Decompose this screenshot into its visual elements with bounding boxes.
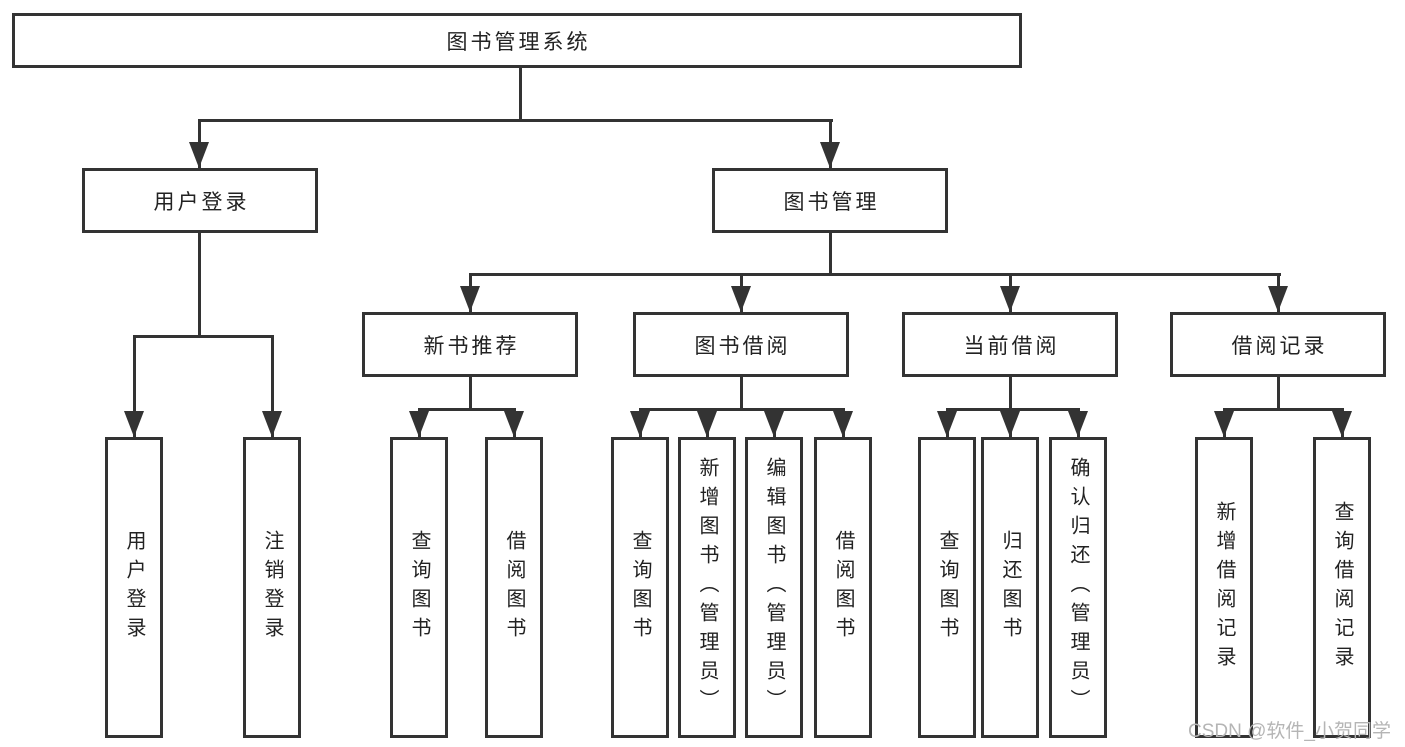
- node-add-book-admin: 新增图书（管理员）: [678, 437, 736, 738]
- connector-line: [271, 335, 274, 437]
- arrow-down-icon: [460, 286, 480, 312]
- csdn-watermark: CSDN @软件_小贺同学: [1188, 721, 1391, 742]
- node-label: 用户登录: [123, 529, 145, 646]
- arrow-down-icon: [262, 411, 282, 437]
- node-label: 新书推荐: [423, 334, 520, 358]
- node-label: 新增借阅记录: [1213, 500, 1235, 675]
- connector-line: [133, 335, 136, 437]
- node-borrow-records: 借阅记录: [1170, 312, 1386, 377]
- arrow-down-icon: [937, 411, 957, 437]
- node-label: 借阅图书: [832, 529, 854, 646]
- node-label: 查询图书: [936, 529, 958, 646]
- node-return-book: 归还图书: [981, 437, 1039, 738]
- connector-line: [198, 233, 201, 338]
- node-label: 确认归还（管理员）: [1067, 457, 1089, 718]
- node-confirm-return-admin: 确认归还（管理员）: [1049, 437, 1107, 738]
- node-label: 当前借阅: [963, 334, 1060, 358]
- node-book-borrow: 图书借阅: [633, 312, 849, 377]
- connector-line: [639, 408, 845, 411]
- node-label: 查询图书: [629, 529, 651, 646]
- node-label: 图书管理系统: [446, 30, 591, 54]
- connector-line: [1277, 377, 1280, 411]
- node-logout: 注销登录: [243, 437, 301, 738]
- arrow-down-icon: [697, 411, 717, 437]
- connector-line: [198, 119, 833, 122]
- arrow-down-icon: [124, 411, 144, 437]
- node-label: 新增图书（管理员）: [696, 457, 718, 718]
- connector-line: [133, 335, 274, 338]
- node-new-book-recommend: 新书推荐: [362, 312, 578, 377]
- connector-line: [418, 408, 516, 411]
- node-label: 查询图书: [408, 529, 430, 646]
- node-label: 用户登录: [153, 190, 250, 214]
- connector-line: [1223, 408, 1344, 411]
- arrow-down-icon: [731, 286, 751, 312]
- node-label: 查询借阅记录: [1331, 500, 1353, 675]
- node-query-borrow-record: 查询借阅记录: [1313, 437, 1371, 738]
- node-label: 借阅图书: [503, 529, 525, 646]
- arrow-down-icon: [1332, 411, 1352, 437]
- arrow-down-icon: [820, 142, 840, 168]
- node-current-borrow: 当前借阅: [902, 312, 1118, 377]
- arrow-down-icon: [1214, 411, 1234, 437]
- connector-line: [740, 377, 743, 411]
- node-user-login: 用户登录: [82, 168, 318, 233]
- arrow-down-icon: [1268, 286, 1288, 312]
- node-label: 编辑图书（管理员）: [763, 457, 785, 718]
- connector-line: [946, 408, 1080, 411]
- node-label: 借阅记录: [1231, 334, 1328, 358]
- node-label: 图书管理: [783, 190, 880, 214]
- node-query-book: 查询图书: [918, 437, 976, 738]
- connector-line: [829, 233, 832, 276]
- node-edit-book-admin: 编辑图书（管理员）: [745, 437, 803, 738]
- arrow-down-icon: [409, 411, 429, 437]
- node-borrow-book: 借阅图书: [814, 437, 872, 738]
- node-add-borrow-record: 新增借阅记录: [1195, 437, 1253, 738]
- node-user-login-action: 用户登录: [105, 437, 163, 738]
- arrow-down-icon: [1000, 286, 1020, 312]
- node-library-system: 图书管理系统: [12, 13, 1022, 68]
- connector-line: [469, 273, 1281, 276]
- arrow-down-icon: [189, 142, 209, 168]
- arrow-down-icon: [630, 411, 650, 437]
- node-query-book: 查询图书: [611, 437, 669, 738]
- arrow-down-icon: [833, 411, 853, 437]
- node-label: 归还图书: [999, 529, 1021, 646]
- node-label: 图书借阅: [694, 334, 791, 358]
- arrow-down-icon: [504, 411, 524, 437]
- node-query-book: 查询图书: [390, 437, 448, 738]
- node-borrow-book: 借阅图书: [485, 437, 543, 738]
- node-label: 注销登录: [261, 529, 283, 646]
- arrow-down-icon: [764, 411, 784, 437]
- connector-line: [1009, 377, 1012, 411]
- connector-line: [469, 377, 472, 411]
- arrow-down-icon: [1000, 411, 1020, 437]
- arrow-down-icon: [1068, 411, 1088, 437]
- connector-line: [519, 67, 522, 121]
- node-book-management: 图书管理: [712, 168, 948, 233]
